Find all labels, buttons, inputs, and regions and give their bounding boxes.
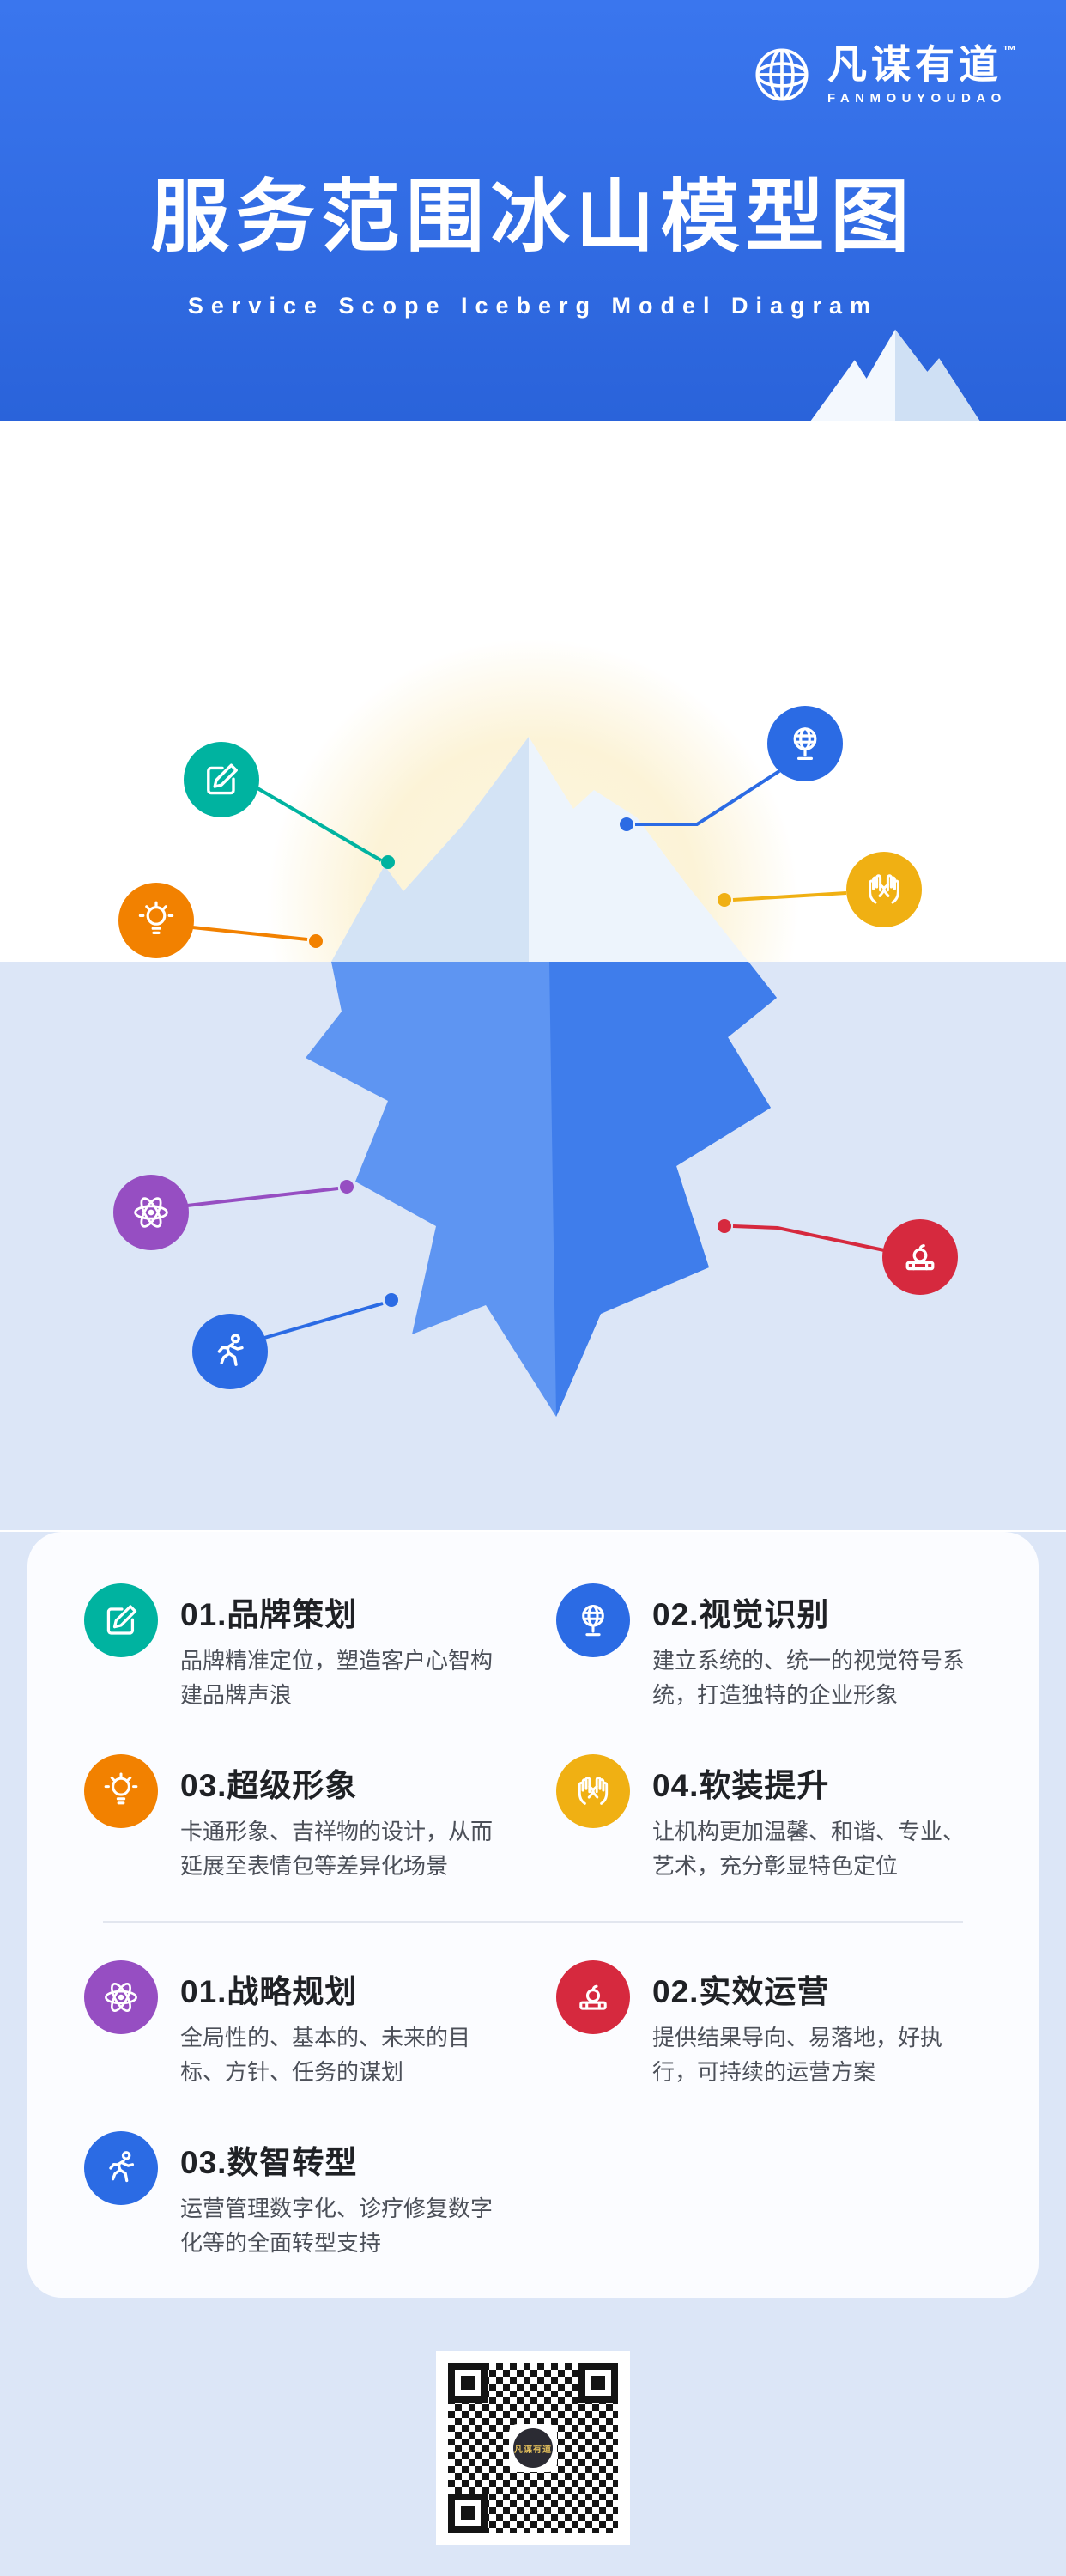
- legend-item-title: 04.软装提升: [652, 1767, 830, 1803]
- legend-item-title: 02.实效运营: [652, 1974, 830, 2010]
- qr-section: 凡谋有道: [0, 2351, 1066, 2546]
- legend-item: 01.品牌策划 品牌精准定位，塑造客户心智构建品牌声浪: [84, 1583, 510, 1713]
- legend-item-desc: 提供结果导向、易落地，好执行，可持续的运营方案: [652, 2025, 943, 2086]
- qr-code: 凡谋有道: [436, 2351, 630, 2546]
- brand-trademark: ™: [1002, 43, 1016, 58]
- legend-item: 03.超级形象 卡通形象、吉祥物的设计，从而延展至表情包等差异化场景: [84, 1753, 510, 1884]
- brand-emblem-icon: [750, 43, 814, 106]
- iceberg-illustration: [0, 421, 1066, 1530]
- hands-icon: [556, 1753, 630, 1828]
- brand-subname: FANMOUYOUDAO: [827, 90, 1007, 106]
- runner-icon: [84, 2130, 158, 2205]
- runner-icon: [209, 1331, 251, 1372]
- legend-item-title: 01.品牌策划: [180, 1597, 358, 1632]
- legend-item: 03.数智转型 运营管理数字化、诊疗修复数字化等的全面转型支持: [84, 2130, 510, 2261]
- qr-logo-label: 凡谋有道: [513, 2428, 553, 2469]
- legend-item-desc: 全局性的、基本的、未来的目标、方针、任务的谋划: [180, 2025, 471, 2086]
- callout-brand-planning: [184, 742, 259, 817]
- atom-icon: [84, 1960, 158, 2035]
- callout-strategy: [113, 1175, 189, 1250]
- callout-operation: [882, 1219, 958, 1295]
- callout-visual-identity: [767, 706, 843, 781]
- brand-text: 凡谋有道™ FANMOUYOUDAO: [827, 41, 1016, 106]
- legend-item-desc: 运营管理数字化、诊疗修复数字化等的全面转型支持: [180, 2195, 494, 2257]
- legend-item: 01.战略规划 全局性的、基本的、未来的目标、方针、任务的谋划: [84, 1960, 510, 2090]
- atom-icon: [130, 1192, 172, 1233]
- legend-item: 04.软装提升 让机构更加温馨、和谐、专业、艺术，充分彰显特色定位: [556, 1753, 982, 1884]
- legend-item-desc: 建立系统的、统一的视觉符号系统，打造独特的企业形象: [652, 1648, 966, 1709]
- callout-super-image: [118, 883, 194, 958]
- lower-section: 01.品牌策划 品牌精准定位，塑造客户心智构建品牌声浪 02.视觉识别 建立系统…: [0, 1532, 1066, 2576]
- legend-item-title: 01.战略规划: [180, 1974, 358, 2010]
- legend-item-title: 03.数智转型: [180, 2144, 358, 2180]
- pencil-icon: [84, 1583, 158, 1657]
- legend-item-title: 03.超级形象: [180, 1767, 358, 1803]
- legend-item-desc: 品牌精准定位，塑造客户心智构建品牌声浪: [180, 1648, 494, 1709]
- callout-soft-deco: [846, 852, 922, 927]
- apple-books-icon: [899, 1236, 941, 1278]
- pencil-icon: [201, 759, 242, 800]
- globe-icon: [784, 723, 826, 764]
- page-subtitle: Service Scope Iceberg Model Diagram: [187, 293, 879, 319]
- qr-pattern: 凡谋有道: [448, 2363, 618, 2534]
- page-title: 服务范围冰山模型图: [150, 173, 916, 261]
- legend-divider: [103, 1921, 963, 1923]
- qr-finder-icon: [448, 2494, 488, 2534]
- lightbulb-icon: [136, 900, 177, 941]
- lightbulb-icon: [84, 1753, 158, 1828]
- hands-icon: [863, 869, 905, 910]
- qr-finder-icon: [448, 2363, 488, 2403]
- apple-books-icon: [556, 1960, 630, 2035]
- legend-group-above-water: 01.品牌策划 品牌精准定位，塑造客户心智构建品牌声浪 02.视觉识别 建立系统…: [84, 1583, 982, 1883]
- header: 凡谋有道™ FANMOUYOUDAO 服务范围冰山模型图 Service Sco…: [0, 0, 1066, 421]
- qr-center-logo: 凡谋有道: [509, 2424, 557, 2473]
- legend-item-desc: 卡通形象、吉祥物的设计，从而延展至表情包等差异化场景: [180, 1818, 494, 1879]
- globe-icon: [556, 1583, 630, 1657]
- qr-finder-icon: [578, 2363, 618, 2403]
- brand-name: 凡谋有道™: [827, 41, 1016, 87]
- callout-digital: [192, 1314, 268, 1389]
- legend-item-desc: 让机构更加温馨、和谐、专业、艺术，充分彰显特色定位: [652, 1818, 966, 1879]
- brand-logo: 凡谋有道™ FANMOUYOUDAO: [750, 43, 1016, 106]
- legend-card: 01.品牌策划 品牌精准定位，塑造客户心智构建品牌声浪 02.视觉识别 建立系统…: [27, 1532, 1039, 2299]
- legend-item-title: 02.视觉识别: [652, 1597, 830, 1632]
- legend-item: 02.实效运营 提供结果导向、易落地，好执行，可持续的运营方案: [556, 1960, 982, 2090]
- legend-item: 02.视觉识别 建立系统的、统一的视觉符号系统，打造独特的企业形象: [556, 1583, 982, 1713]
- legend-group-below-water: 01.战略规划 全局性的、基本的、未来的目标、方针、任务的谋划 02.实效运营 …: [84, 1960, 982, 2260]
- mountain-decoration: [810, 329, 980, 421]
